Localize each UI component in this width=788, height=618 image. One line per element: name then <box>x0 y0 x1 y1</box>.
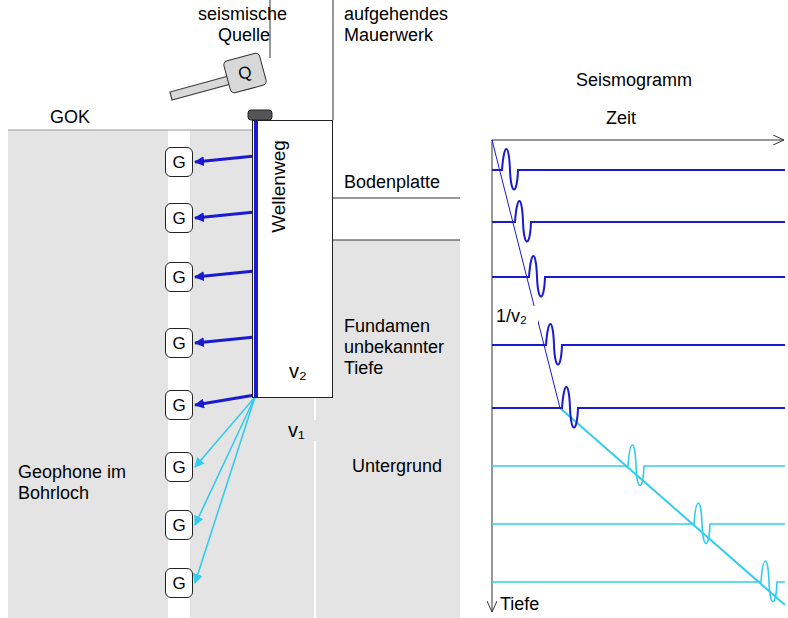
depth-axis <box>492 140 493 612</box>
ground-surface-line <box>8 130 252 131</box>
traveltime-line <box>560 408 785 605</box>
depth-axis-label: Tiefe <box>498 594 562 615</box>
geophone-box: G <box>165 510 193 540</box>
geophone-box: G <box>165 390 193 420</box>
geophone-caption: Geophone im Bohrloch <box>16 462 150 504</box>
seismic-trace <box>492 201 785 242</box>
geophone-label: G <box>166 458 192 477</box>
geophone-label: G <box>166 153 192 172</box>
time-axis <box>492 140 784 141</box>
geophone-label: G <box>166 334 192 353</box>
source-symbol-label: Q <box>225 59 265 87</box>
geophone-box: G <box>165 568 193 598</box>
seismogram-traces <box>492 149 785 602</box>
seismic-trace <box>492 503 785 544</box>
geophone-box: G <box>165 452 193 482</box>
geophone-box: G <box>165 147 193 177</box>
wall-label: aufgehendes Mauerwerk <box>342 4 466 46</box>
seismogram-title: Seismogramm <box>574 70 708 91</box>
geophone-label: G <box>166 268 192 287</box>
ground-fill <box>316 398 460 618</box>
floor-slab-line <box>333 240 460 241</box>
wave-ray-arrow <box>195 156 255 162</box>
wave-ray-arrow <box>195 395 255 405</box>
wave-ray-arrow <box>195 397 255 467</box>
geophone-label: G <box>166 574 192 593</box>
geophone-label: G <box>166 209 192 228</box>
source-label: seismische Quelle <box>196 4 272 46</box>
slope-label: 1/v₂ <box>494 306 538 327</box>
velocity-label: v₂ <box>289 361 307 382</box>
hammer-head: Q <box>222 52 268 95</box>
subsoil-label: Untergrund <box>350 456 454 477</box>
foundation-box: Wellenweg v₂ <box>252 120 333 398</box>
geophone-box: G <box>165 262 193 292</box>
wave-ray-arrow <box>195 397 255 525</box>
ground-fill <box>190 130 252 618</box>
traveltime-line <box>492 140 560 408</box>
seismic-trace <box>492 387 785 428</box>
wave-ray-arrow <box>195 397 255 583</box>
foundation-label: Fundamen unbekannter Tiefe <box>342 316 458 379</box>
seismic-trace <box>492 445 785 486</box>
ground-fill <box>8 130 168 618</box>
floor-slab-label: Bodenplatte <box>342 172 466 193</box>
wave-ray-arrow <box>195 337 255 343</box>
seismic-trace <box>492 256 785 297</box>
geophone-label: G <box>166 516 192 535</box>
wall-line <box>333 0 334 120</box>
time-axis-label: Zeit <box>604 108 658 129</box>
floor-slab-line <box>333 198 460 199</box>
geophone-label: G <box>166 396 192 415</box>
ground-fill <box>333 240 460 400</box>
wave-path-label: Wellenweg <box>268 132 289 242</box>
wave-ray-arrow <box>195 212 255 218</box>
seismic-trace <box>492 149 785 190</box>
velocity-label: v₁ <box>286 420 316 441</box>
seismic-trace <box>492 324 785 365</box>
geophone-box: G <box>165 328 193 358</box>
geophone-box: G <box>165 203 193 233</box>
wave-path <box>254 121 258 397</box>
wave-ray-arrow <box>195 271 255 277</box>
impact-plate <box>248 110 272 120</box>
ground-level-label: GOK <box>48 107 112 128</box>
